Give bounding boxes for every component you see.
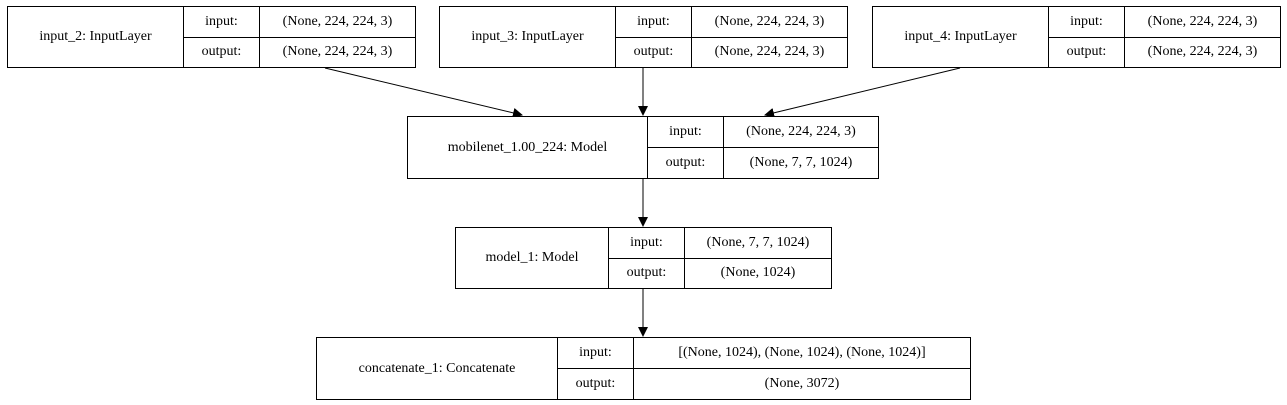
node-input-2: input_2: InputLayer input: (None, 224, 2…	[7, 6, 416, 68]
input-shape: (None, 224, 224, 3)	[1147, 13, 1258, 29]
node-name: concatenate_1: Concatenate	[317, 338, 558, 399]
output-label: output:	[609, 258, 685, 288]
input-shape: (None, 7, 7, 1024)	[706, 234, 810, 250]
node-name: input_2: InputLayer	[8, 7, 184, 67]
output-label: output:	[616, 37, 692, 67]
input-label: input:	[609, 228, 685, 258]
output-label: output:	[648, 148, 724, 178]
input-label: input:	[558, 338, 634, 368]
input-shape: (None, 224, 224, 3)	[746, 124, 856, 139]
output-label: output:	[184, 37, 260, 67]
edge-input2-to-mobilenet	[324, 67, 523, 118]
node-concatenate-1: concatenate_1: Concatenate input: [(None…	[316, 337, 971, 400]
output-shape: (None, 3072)	[764, 376, 840, 391]
output-shape: (None, 7, 7, 1024)	[749, 155, 853, 170]
input-shape: (None, 224, 224, 3)	[282, 13, 393, 29]
output-shape: (None, 224, 224, 3)	[1147, 44, 1258, 60]
output-shape: (None, 224, 224, 3)	[714, 44, 825, 60]
input-label: input:	[648, 117, 724, 147]
output-shape: (None, 1024)	[720, 265, 796, 281]
output-label: output:	[558, 369, 634, 399]
node-name: model_1: Model	[456, 228, 609, 288]
input-shape: [(None, 1024), (None, 1024), (None, 1024…	[678, 345, 926, 360]
edge-input4-to-mobilenet	[764, 67, 961, 118]
input-label: input:	[1049, 7, 1125, 37]
input-shape: (None, 224, 224, 3)	[714, 13, 825, 29]
input-label: input:	[616, 7, 692, 37]
output-shape: (None, 224, 224, 3)	[282, 44, 393, 60]
node-input-3: input_3: InputLayer input: (None, 224, 2…	[439, 6, 848, 68]
node-name: mobilenet_1.00_224: Model	[408, 117, 648, 178]
node-input-4: input_4: InputLayer input: (None, 224, 2…	[872, 6, 1281, 68]
node-name: input_4: InputLayer	[873, 7, 1049, 67]
node-model-1: model_1: Model input: (None, 7, 7, 1024)…	[455, 227, 832, 289]
input-label: input:	[184, 7, 260, 37]
node-mobilenet: mobilenet_1.00_224: Model input: (None, …	[407, 116, 879, 179]
output-label: output:	[1049, 37, 1125, 67]
node-name: input_3: InputLayer	[440, 7, 616, 67]
